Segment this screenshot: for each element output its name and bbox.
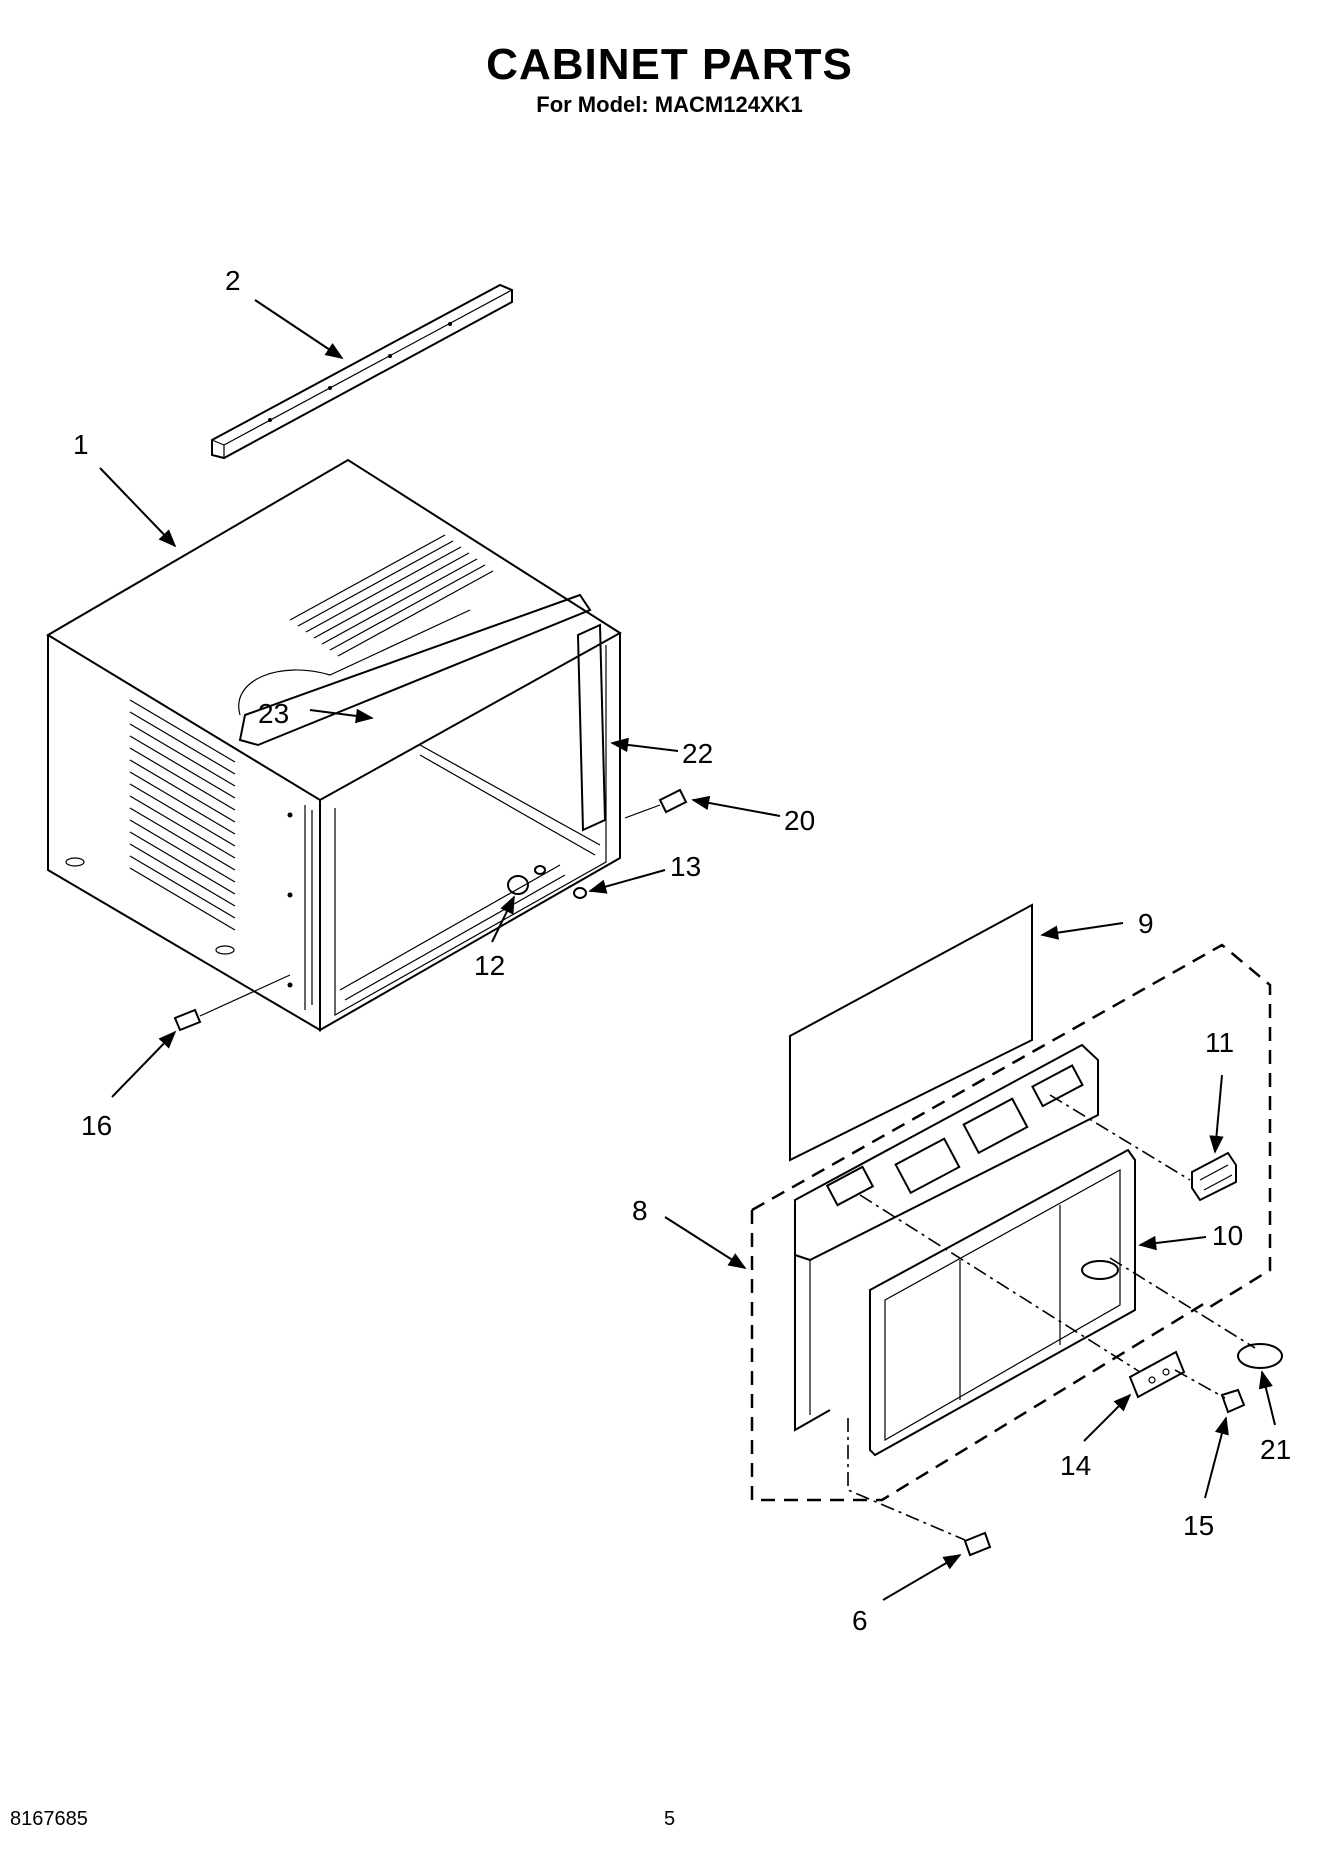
knob-15-part [1220, 1388, 1246, 1414]
screw-6-part [963, 1531, 992, 1557]
callout-23: 23 [258, 698, 289, 729]
leader-arrow-12 [491, 895, 515, 943]
leader-arrow-22 [610, 737, 679, 753]
callout-14: 14 [1060, 1450, 1091, 1481]
leader-arrow-11 [1209, 1074, 1224, 1154]
front-grille-part [869, 1148, 1136, 1457]
callout-13: 13 [670, 851, 701, 882]
leader-arrow-14 [1083, 1393, 1132, 1442]
callout-21: 21 [1260, 1434, 1291, 1465]
leader-arrow-15 [1204, 1416, 1229, 1499]
document-number: 8167685 [10, 1808, 88, 1830]
nut-13-part [534, 865, 587, 899]
callout-20: 20 [784, 805, 815, 836]
leader-arrow-1 [99, 467, 177, 548]
cabinet-shell-part [46, 458, 622, 1032]
leader-arrow-6 [882, 1554, 962, 1601]
screw-20-part [624, 788, 688, 819]
assembly-boundary [750, 943, 1272, 1502]
callout-1: 1 [73, 429, 89, 460]
leader-arrow-9 [1040, 922, 1124, 940]
callout-6: 6 [852, 1605, 868, 1636]
leader-arrow-10 [1138, 1235, 1207, 1251]
callout-2: 2 [225, 265, 241, 296]
page-number: 5 [663, 1808, 676, 1830]
callout-11: 11 [1205, 1027, 1234, 1058]
leader-arrow-8 [664, 1216, 747, 1269]
leader-arrow-20 [691, 795, 781, 817]
vent-11-part [1191, 1151, 1237, 1202]
side-seal-part [576, 623, 607, 832]
top-seal-part [238, 593, 592, 747]
filter-mesh-part [789, 903, 1033, 1162]
callout-8: 8 [632, 1195, 648, 1226]
top-vent-grille [289, 534, 494, 657]
screw-16-part [173, 974, 291, 1032]
leader-arrow-21 [1258, 1370, 1276, 1426]
leader-arrow-13 [588, 869, 666, 894]
leader-arrow-2 [254, 299, 344, 359]
callout-16: 16 [81, 1110, 112, 1141]
top-rail-part [211, 283, 513, 460]
side-vent-grille [129, 699, 236, 931]
label-21-part [1237, 1343, 1283, 1369]
front-panel-part [794, 1043, 1099, 1432]
callout-10: 10 [1212, 1220, 1243, 1251]
page-title: CABINET PARTS [486, 40, 853, 89]
callout-22: 22 [682, 738, 713, 769]
leader-arrow-23 [309, 708, 374, 724]
bezel-14-part [1128, 1350, 1186, 1399]
leader-arrow-16 [111, 1030, 177, 1098]
callout-9: 9 [1138, 908, 1154, 939]
callout-12: 12 [474, 950, 505, 981]
alignment-lines [847, 1094, 1256, 1541]
model-subtitle: For Model: MACM124XK1 [536, 92, 803, 117]
callout-15: 15 [1183, 1510, 1214, 1541]
